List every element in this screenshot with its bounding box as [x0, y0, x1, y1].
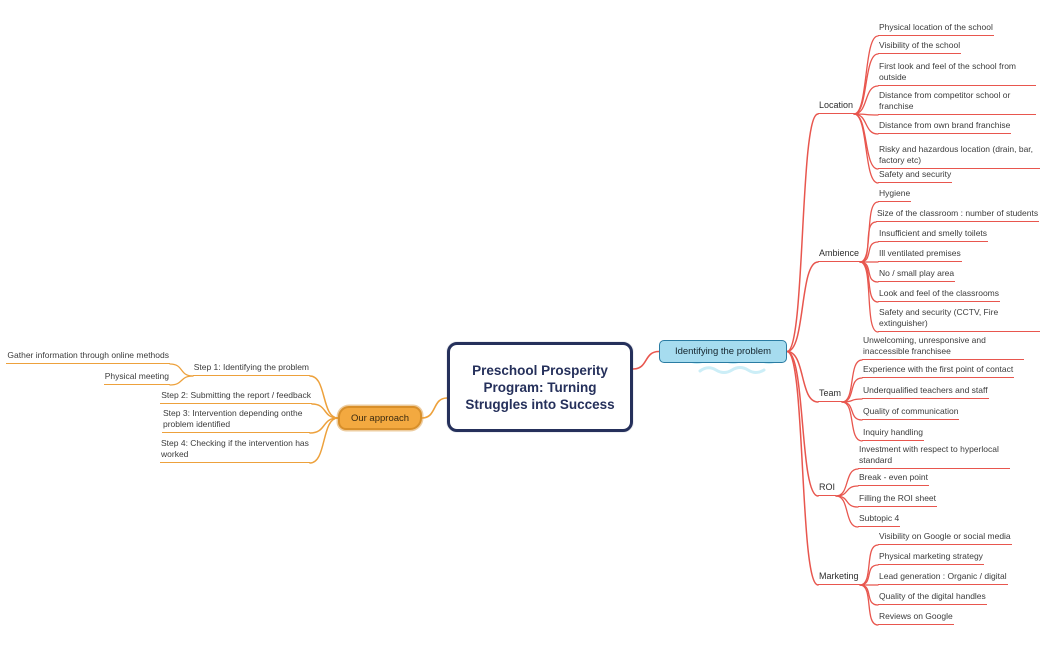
connector-line [853, 85, 879, 115]
subtopic-lead-generation-organic-digital[interactable]: Lead generation : Organic / digital [878, 571, 1008, 585]
subtopic-insufficient-and-smelly-toilets[interactable]: Insufficient and smelly toilets [878, 228, 989, 242]
subtopic-quality-of-the-digital-handles[interactable]: Quality of the digital handles [878, 591, 987, 605]
step-step-3-intervention-depending-onthe-proble[interactable]: Step 3: Intervention depending onthe pro… [162, 408, 310, 433]
connector-line [786, 350, 819, 403]
branch-ambience[interactable]: Ambience [818, 248, 861, 262]
step-step-4-checking-if-the-intervention-has-wo[interactable]: Step 4: Checking if the intervention has… [160, 438, 310, 463]
subtopic-size-of-the-classroom-number-of-students[interactable]: Size of the classroom : number of studen… [876, 208, 1040, 222]
connector-line [859, 584, 879, 626]
connector-line [786, 261, 819, 353]
subtopic-physical-location-of-the-school[interactable]: Physical location of the school [878, 22, 994, 36]
connector-line [853, 113, 879, 170]
connector-line [169, 363, 194, 377]
subtopic-visibility-of-the-school[interactable]: Visibility of the school [878, 40, 962, 54]
branch-team[interactable]: Team [818, 388, 843, 402]
subtopic-safety-and-security[interactable]: Safety and security [878, 169, 953, 183]
connector-line [853, 113, 879, 135]
branch-roi[interactable]: ROI [818, 482, 837, 496]
connector-line [859, 261, 879, 333]
connector-line [786, 113, 819, 353]
connector-line [841, 401, 863, 421]
subtopic-investment-with-respect-to-hyperlocal-stan[interactable]: Investment with respect to hyperlocal st… [858, 444, 1010, 469]
subtopic-safety-and-security-cctv-fire-extinguisher[interactable]: Safety and security (CCTV, Fire extingui… [878, 307, 1040, 332]
connector-line [786, 350, 819, 497]
substep-gather-information-through-online-methods[interactable]: Gather information through online method… [6, 350, 170, 364]
subtopic-distance-from-competitor-school-or-franchi[interactable]: Distance from competitor school or franc… [878, 90, 1036, 115]
connector-line [309, 375, 339, 419]
step-step-2-submitting-the-report-feedback[interactable]: Step 2: Submitting the report / feedback [160, 390, 312, 404]
subtopic-filling-the-roi-sheet[interactable]: Filling the ROI sheet [858, 493, 938, 507]
subtopic-first-look-and-feel-of-the-school-from-out[interactable]: First look and feel of the school from o… [878, 61, 1036, 86]
connector-line [835, 495, 859, 528]
subtopic-risky-and-hazardous-location-drain-bar-fac[interactable]: Risky and hazardous location (drain, bar… [878, 144, 1040, 169]
subtopic-underqualified-teachers-and-staff[interactable]: Underqualified teachers and staff [862, 385, 989, 399]
subtopic-subtopic-4[interactable]: Subtopic 4 [858, 513, 901, 527]
subtopic-ill-ventilated-premises[interactable]: Ill ventilated premises [878, 248, 962, 262]
subtopic-visibility-on-google-or-social-media[interactable]: Visibility on Google or social media [878, 531, 1012, 545]
branch-marketing[interactable]: Marketing [818, 571, 860, 585]
connector-line [841, 401, 863, 442]
connector-line [835, 485, 859, 497]
substep-physical-meeting[interactable]: Physical meeting [103, 371, 170, 385]
subtopic-break-even-point[interactable]: Break - even point [858, 472, 929, 486]
connector-line [309, 417, 339, 464]
connector-line [853, 113, 879, 184]
subtopic-look-and-feel-of-the-classrooms[interactable]: Look and feel of the classrooms [878, 288, 1001, 302]
connector-line [169, 375, 194, 386]
connector-line [853, 53, 879, 115]
subtopic-reviews-on-google[interactable]: Reviews on Google [878, 611, 954, 625]
connector-line [859, 221, 877, 263]
highlighter-scribble-artifact [698, 366, 766, 374]
subtopic-physical-marketing-strategy[interactable]: Physical marketing strategy [878, 551, 984, 565]
subtopic-experience-with-the-first-point-of-contact[interactable]: Experience with the first point of conta… [862, 364, 1015, 378]
subtopic-unwelcoming-unresponsive-and-inaccessible-[interactable]: Unwelcoming, unresponsive and inaccessib… [862, 335, 1024, 360]
central-topic[interactable]: Preschool Prosperity Program: Turning St… [447, 342, 633, 432]
subtopic-quality-of-communication[interactable]: Quality of communication [862, 406, 960, 420]
connector-line [421, 397, 448, 419]
subtopic-no-small-play-area[interactable]: No / small play area [878, 268, 956, 282]
connector-line [632, 350, 660, 370]
topic-our-approach[interactable]: Our approach [338, 406, 422, 430]
connector-line [311, 403, 339, 419]
subtopic-hygiene[interactable]: Hygiene [878, 188, 912, 202]
connector-line [859, 241, 879, 263]
connector-line [786, 350, 819, 586]
connector-line [841, 359, 863, 403]
topic-identifying-the-problem[interactable]: Identifying the problem [659, 340, 787, 363]
connector-line [835, 495, 859, 508]
subtopic-distance-from-own-brand-franchise[interactable]: Distance from own brand franchise [878, 120, 1012, 134]
step-step-1-identifying-the-problem[interactable]: Step 1: Identifying the problem [192, 362, 310, 376]
connector-line [853, 35, 879, 115]
connector-line [309, 417, 339, 434]
branch-location[interactable]: Location [818, 100, 855, 114]
subtopic-inquiry-handling[interactable]: Inquiry handling [862, 427, 925, 441]
